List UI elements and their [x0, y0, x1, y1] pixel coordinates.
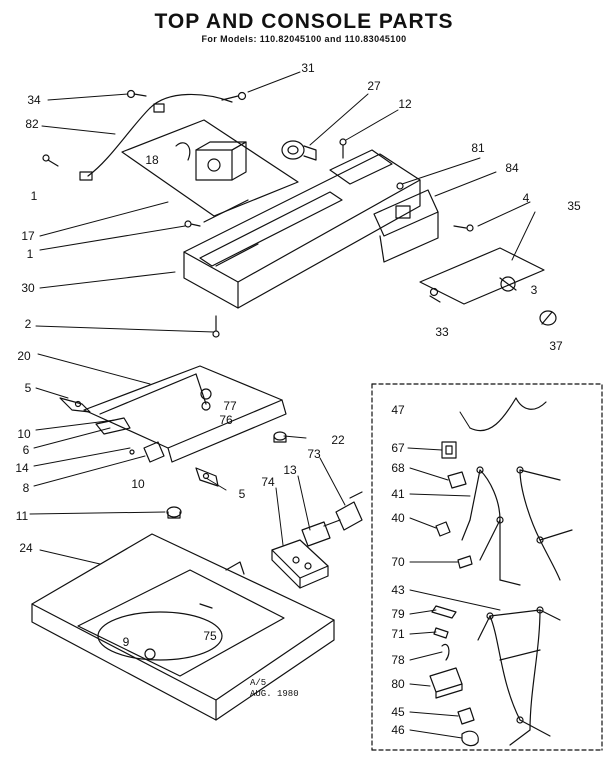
label-82: 82	[25, 117, 39, 131]
timer-assembly-18	[121, 119, 299, 217]
terminal-block-67	[441, 441, 457, 459]
label-5-upper: 5	[24, 381, 32, 395]
revision-code: A/5	[250, 678, 267, 688]
connector-40	[435, 521, 451, 537]
clip-14-8	[129, 441, 165, 463]
screw-34	[126, 89, 147, 99]
actuator-73	[335, 491, 363, 531]
label-46: 46	[391, 723, 405, 737]
terminal-71	[433, 627, 449, 639]
label-3: 3	[530, 283, 538, 297]
console-insert-84	[373, 189, 439, 263]
label-6: 6	[22, 443, 30, 457]
wiring-inset-box	[371, 383, 603, 751]
label-18: 18	[145, 153, 159, 167]
label-84: 84	[505, 161, 519, 175]
label-71: 71	[391, 627, 405, 641]
connector-68	[447, 471, 467, 489]
leader-lines	[29, 71, 536, 739]
label-14: 14	[15, 461, 29, 475]
label-27: 27	[367, 79, 381, 93]
label-45: 45	[391, 705, 405, 719]
label-4: 4	[522, 191, 530, 205]
screw-2	[212, 315, 220, 338]
clip-33	[429, 287, 441, 303]
label-30: 30	[21, 281, 35, 295]
label-76: 76	[219, 413, 233, 427]
switch-27	[281, 140, 317, 161]
knob-assembly-35	[419, 247, 545, 305]
connector-80	[429, 667, 463, 699]
label-68: 68	[391, 461, 405, 475]
label-80: 80	[391, 677, 405, 691]
lid-switch-13	[301, 519, 341, 547]
label-8: 8	[22, 481, 30, 495]
label-1-upper: 1	[30, 189, 38, 203]
label-17: 17	[21, 229, 35, 243]
diagram-subtitle: For Models: 110.82045100 and 110.8304510…	[201, 34, 407, 44]
label-5-lower: 5	[238, 487, 246, 501]
label-33: 33	[435, 325, 449, 339]
label-10-center: 10	[131, 477, 145, 491]
clip-45	[457, 707, 475, 725]
label-13: 13	[283, 463, 297, 477]
wire-47	[469, 397, 547, 432]
bracket-10-6	[95, 417, 131, 435]
label-22: 22	[331, 433, 345, 447]
label-67: 67	[391, 441, 405, 455]
label-70: 70	[391, 555, 405, 569]
label-79: 79	[391, 607, 405, 621]
screw-4	[453, 224, 474, 232]
terminal-70	[457, 555, 473, 569]
label-10-left: 10	[17, 427, 31, 441]
wire-82	[79, 93, 233, 181]
clip-78	[441, 643, 450, 661]
label-9: 9	[122, 635, 130, 649]
connector-79	[431, 605, 457, 619]
label-11: 11	[15, 509, 29, 523]
label-12: 12	[398, 97, 412, 111]
screw-1-upper	[42, 154, 59, 167]
plug-11	[166, 506, 182, 519]
label-73: 73	[307, 447, 321, 461]
label-31: 31	[301, 61, 315, 75]
label-2: 2	[24, 317, 32, 331]
screw-31	[221, 91, 247, 101]
revision-date: AUG. 1980	[250, 689, 299, 699]
revision-stamp: A/5 AUG. 1980	[250, 678, 299, 700]
label-81: 81	[471, 141, 485, 155]
clip-46	[461, 730, 479, 747]
screw-12	[339, 138, 347, 159]
screw-81	[396, 182, 404, 190]
label-34: 34	[27, 93, 41, 107]
harness-41	[461, 466, 573, 586]
label-43: 43	[391, 583, 405, 597]
top-support-20	[83, 365, 287, 463]
bracket-74	[271, 539, 329, 589]
screw-1-lower	[184, 220, 201, 228]
label-37: 37	[549, 339, 563, 353]
label-41: 41	[391, 487, 405, 501]
label-78: 78	[391, 653, 405, 667]
bumper-22	[273, 431, 287, 443]
diagram-title: TOP AND CONSOLE PARTS	[154, 10, 454, 33]
console-panel-30	[183, 149, 421, 309]
washer-top-24	[31, 533, 335, 721]
label-74: 74	[261, 475, 275, 489]
hinge-5-upper	[59, 397, 91, 413]
label-1-lower: 1	[26, 247, 34, 261]
harness-43	[477, 606, 561, 746]
label-77: 77	[223, 399, 237, 413]
label-24: 24	[19, 541, 33, 555]
label-35: 35	[567, 199, 581, 213]
label-40: 40	[391, 511, 405, 525]
knob-37	[539, 310, 557, 326]
hinge-5-lower	[195, 467, 219, 487]
label-47: 47	[391, 403, 405, 417]
label-20: 20	[17, 349, 31, 363]
label-75: 75	[203, 629, 217, 643]
